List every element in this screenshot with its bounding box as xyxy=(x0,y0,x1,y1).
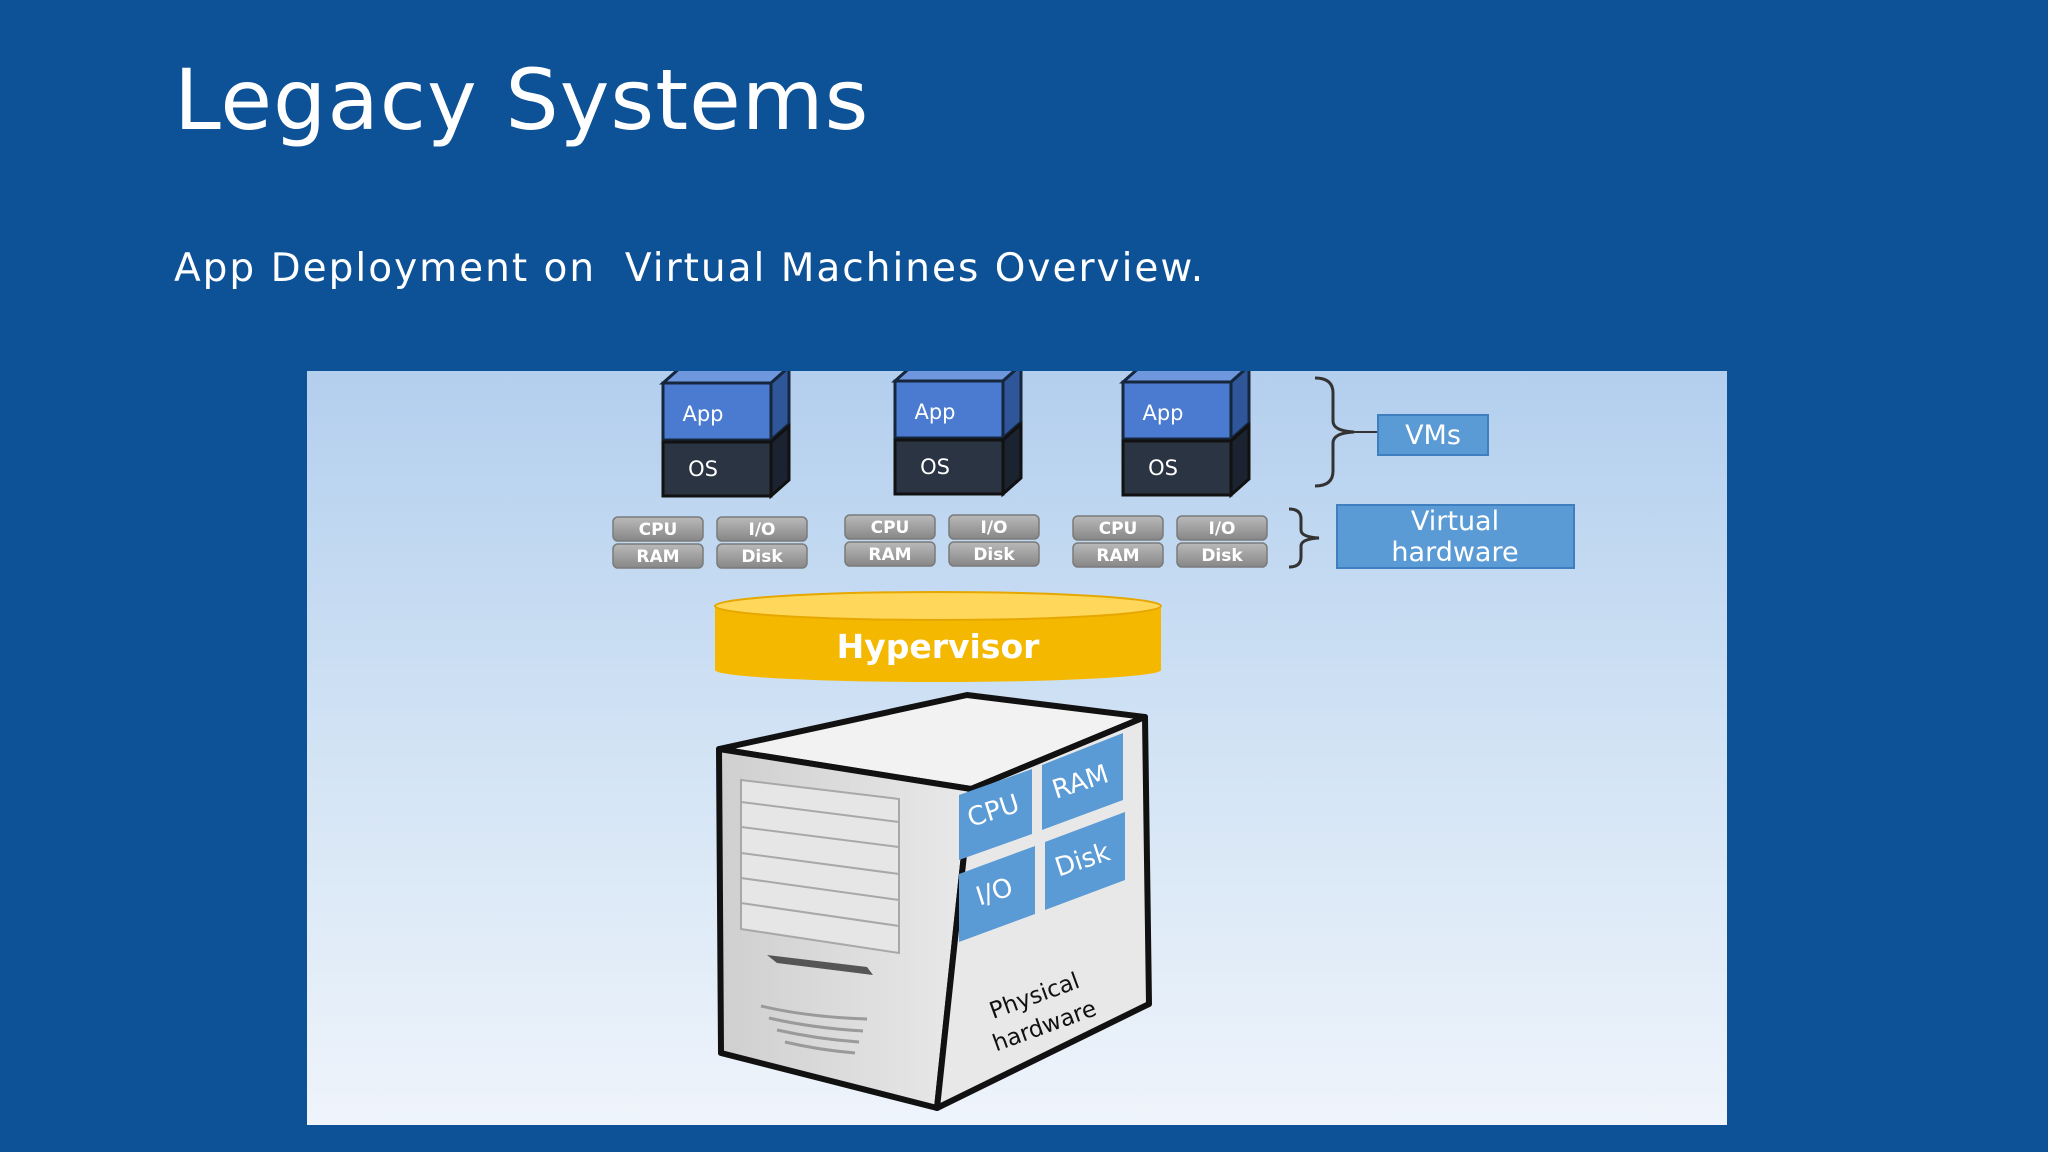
app-label: App xyxy=(914,400,955,424)
cpu-label: CPU xyxy=(639,520,678,540)
virtual-hardware-chips: CPU I/O RAM Disk xyxy=(844,514,1040,567)
app-block: App xyxy=(891,371,1023,442)
app-label: App xyxy=(1142,401,1183,425)
virtual-hardware-label-line1: Virtual xyxy=(1411,506,1499,537)
optical-slot xyxy=(767,955,873,975)
app-block: App xyxy=(659,371,791,444)
server-cpu-block: CPU xyxy=(959,769,1032,860)
virtual-hardware-label-box: Virtual hardware xyxy=(1336,504,1575,569)
disk-label: Disk xyxy=(741,547,783,567)
virtual-hardware-chips: CPU I/O RAM Disk xyxy=(1072,515,1268,568)
app-block: App xyxy=(1119,371,1251,443)
virtual-hardware-brace xyxy=(1288,507,1320,569)
hypervisor-cylinder: Hypervisor xyxy=(714,591,1162,682)
cpu-label: CPU xyxy=(1099,519,1138,539)
vm-stack: App OS CPU I/O RAM Disk xyxy=(612,371,808,569)
app-label: App xyxy=(682,402,723,426)
os-label: OS xyxy=(688,457,718,481)
cpu-label: CPU xyxy=(871,518,910,538)
physical-server: CPU RAM I/O Disk Physical hardware xyxy=(716,692,1152,1111)
vm-stack: App OS CPU I/O RAM Disk xyxy=(1072,371,1268,568)
io-label: I/O xyxy=(1209,519,1236,539)
os-block: OS xyxy=(661,422,791,500)
server-ram-block: RAM xyxy=(1042,733,1123,830)
vms-label: VMs xyxy=(1405,420,1461,451)
vent-grille xyxy=(760,1004,868,1055)
os-block: OS xyxy=(893,420,1023,498)
io-label: I/O xyxy=(981,518,1008,538)
os-label: OS xyxy=(920,455,950,479)
slide-subtitle: App Deployment on Virtual Machines Overv… xyxy=(174,246,1206,291)
vm-stack: App OS CPU I/O RAM Disk xyxy=(844,371,1040,567)
disk-label: Disk xyxy=(1201,546,1243,566)
ram-label: RAM xyxy=(636,547,679,567)
ram-label: RAM xyxy=(1096,546,1139,566)
server-io-block: I/O xyxy=(959,846,1035,942)
ram-label: RAM xyxy=(868,545,911,565)
os-block: OS xyxy=(1121,421,1251,499)
vm-architecture-diagram: App OS CPU I/O RAM Disk App OS xyxy=(307,371,1727,1125)
hypervisor-label: Hypervisor xyxy=(837,627,1041,666)
disk-label: Disk xyxy=(973,545,1015,565)
io-label: I/O xyxy=(749,520,776,540)
vms-label-box: VMs xyxy=(1377,414,1489,456)
virtual-hardware-chips: CPU I/O RAM Disk xyxy=(612,516,808,569)
server-disk-block: Disk xyxy=(1045,812,1125,910)
slide-title: Legacy Systems xyxy=(174,51,870,149)
os-label: OS xyxy=(1148,456,1178,480)
virtual-hardware-label-line2: hardware xyxy=(1391,537,1518,568)
drive-bays xyxy=(740,778,900,955)
